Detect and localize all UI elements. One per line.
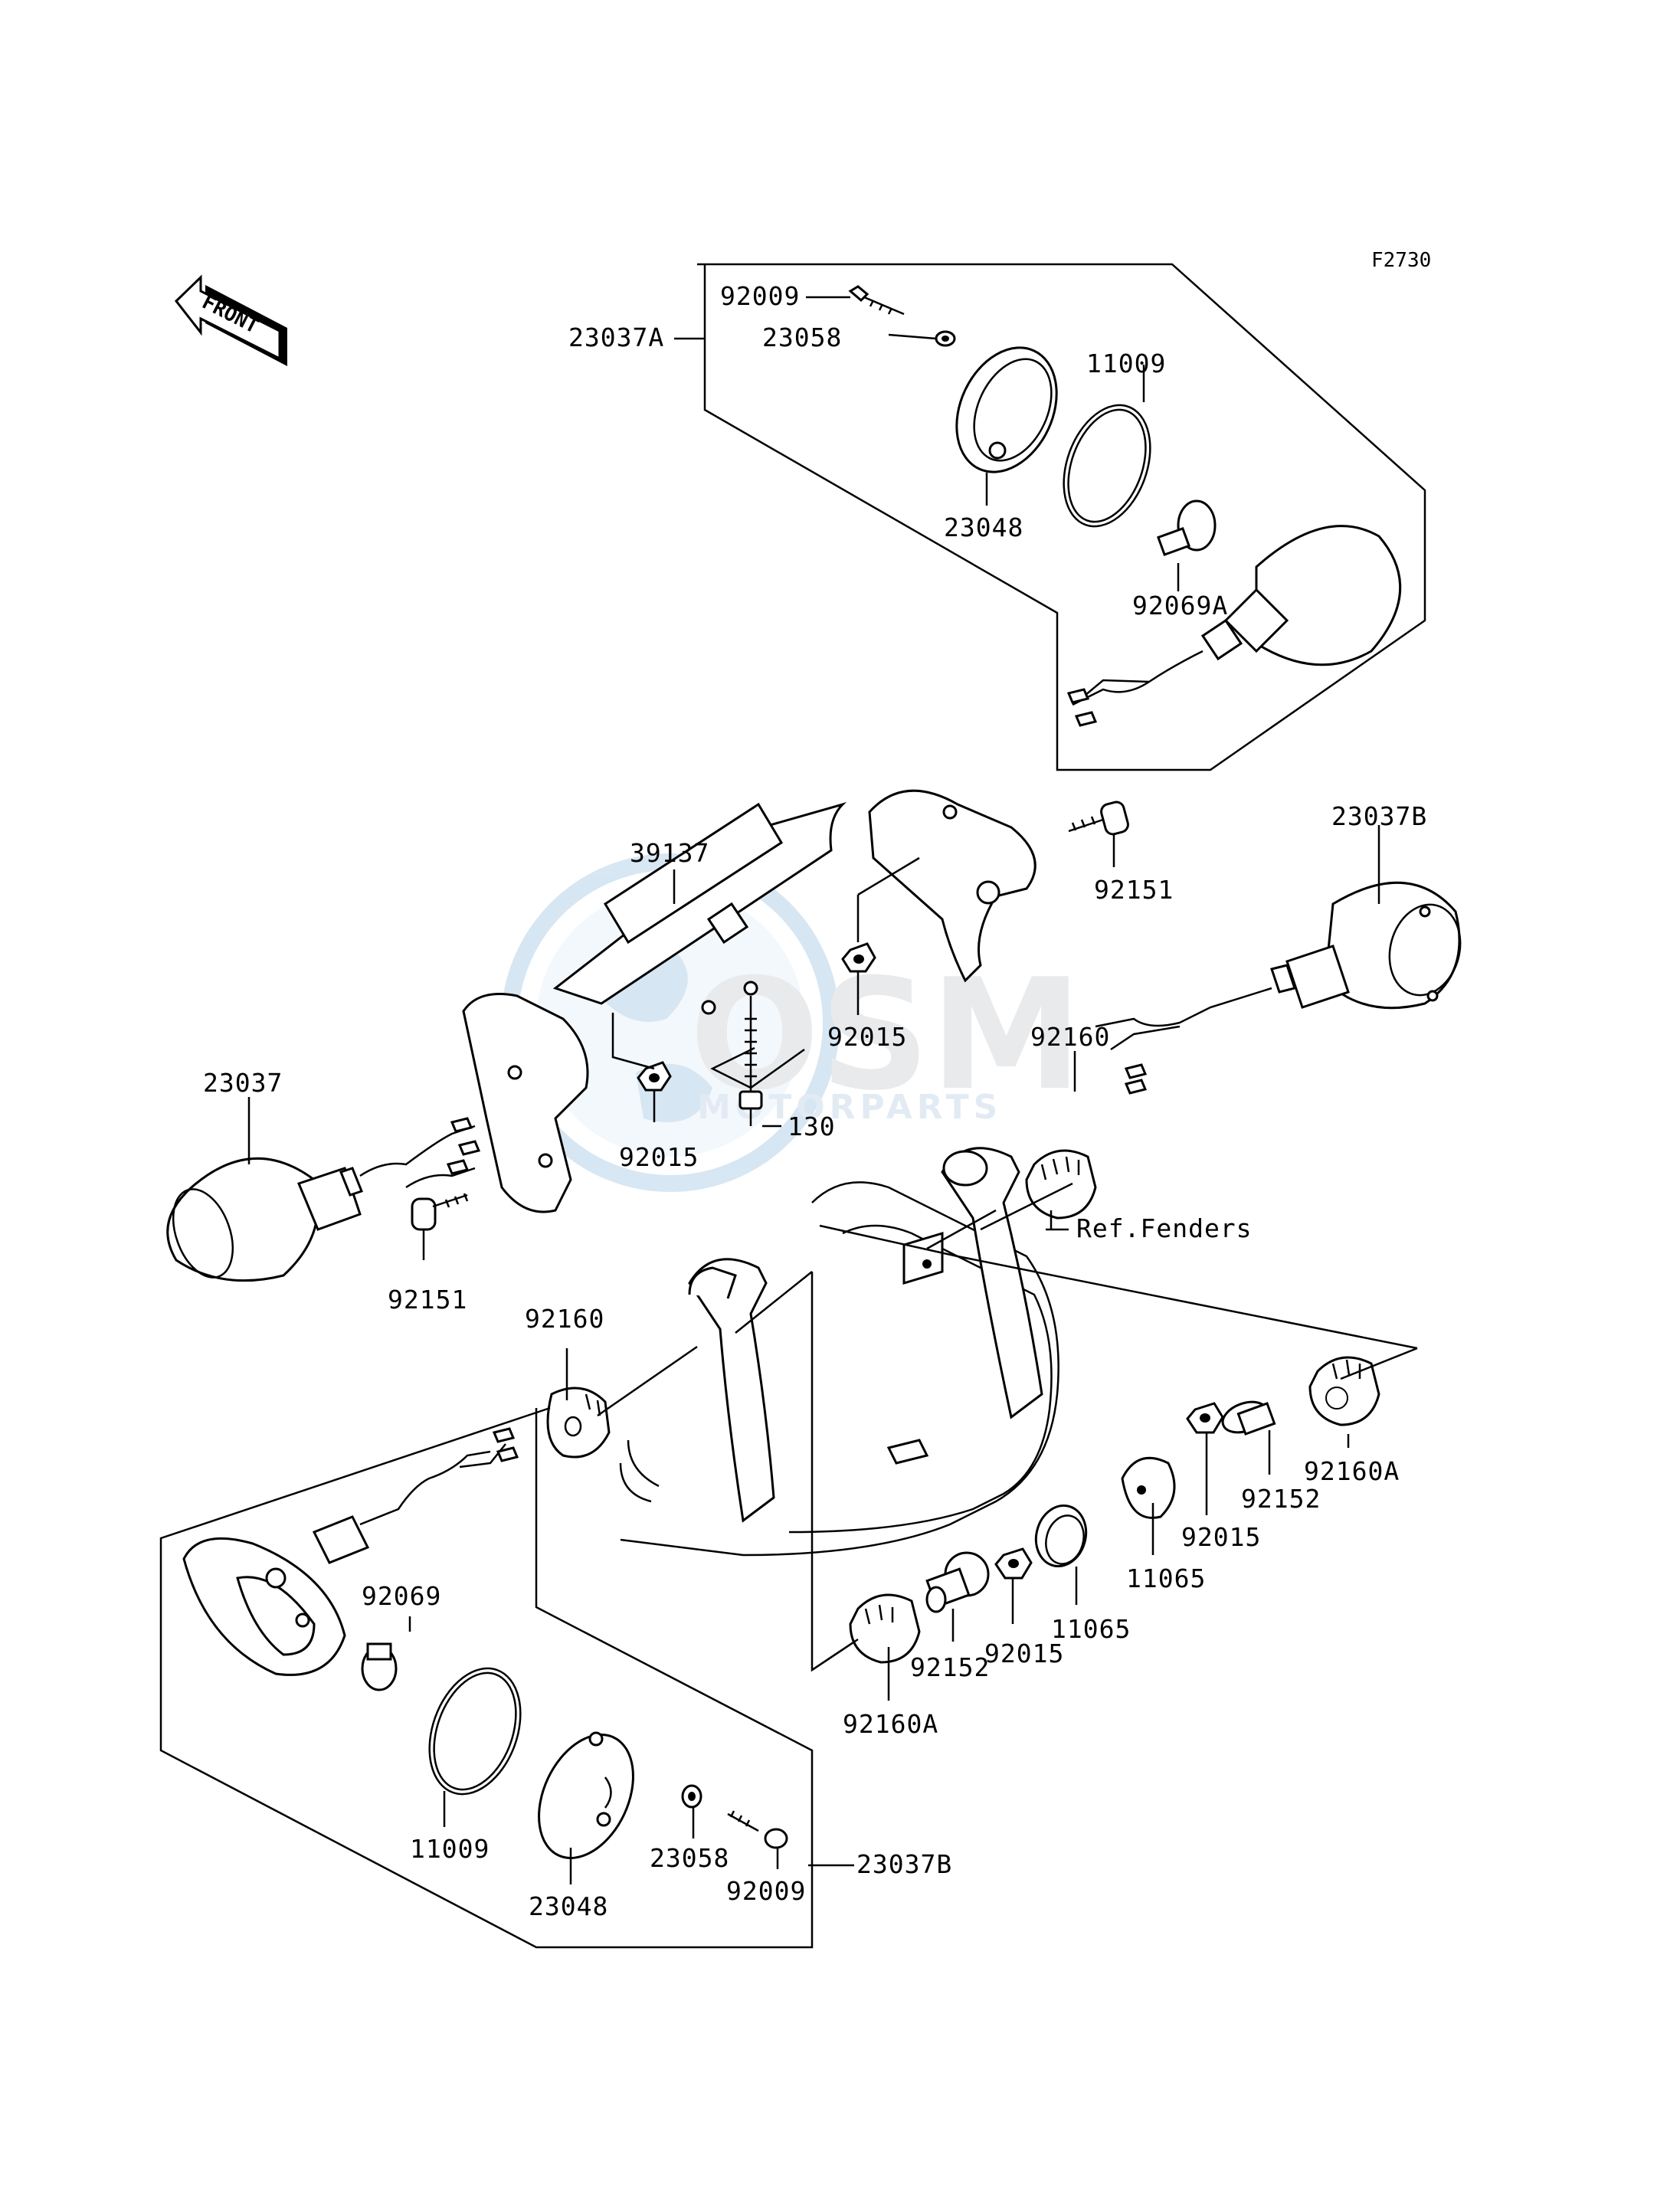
bolt-92151-left [411,1193,469,1231]
label-23048-top: 23048 [944,512,1023,542]
ring-11009-top [1063,404,1151,528]
collar-92152-right [1221,1400,1276,1436]
turn-signal-right [1095,881,1462,1095]
label-92152-bottom: 92152 [910,1652,990,1682]
label-11065-b: 11065 [1051,1614,1131,1644]
label-92152-right: 92152 [1241,1484,1321,1514]
lens-23048-top [955,346,1058,473]
label-11065-a: 11065 [1126,1563,1206,1593]
label-92015-c: 92015 [1181,1522,1261,1552]
front-arrow-icon: FRONT [174,274,287,366]
label-92015-d: 92015 [984,1639,1064,1668]
leader-lines-lower [597,1182,1418,1671]
label-92160-left: 92160 [525,1304,604,1334]
grommet-92160-left [546,1387,611,1459]
screw-92009-top [848,285,905,316]
grommet-92160A-right [1308,1356,1380,1426]
label-23048-bottom: 23048 [529,1891,608,1921]
label-92160-right: 92160 [1030,1022,1110,1052]
cap-11065-b [1034,1504,1088,1568]
bulb-92069 [361,1642,398,1691]
turn-signal-top-right [1066,525,1402,727]
label-92069: 92069 [362,1581,441,1611]
ring-11009-bottom [428,1667,522,1796]
turn-signal-lower-left [182,1427,519,1676]
label-92015-b: 92015 [619,1142,699,1172]
figure-code: F2730 [1371,249,1431,272]
label-92151-right: 92151 [1094,875,1174,905]
bolt-92151-right [1068,801,1129,836]
label-92009-bottom: 92009 [726,1876,806,1906]
label-92160A-right: 92160A [1304,1456,1400,1486]
label-11009-bottom: 11009 [410,1834,490,1864]
label-23058-bottom: 23058 [650,1843,729,1873]
label-92069A: 92069A [1132,591,1228,620]
label-ref-fenders: Ref.Fenders [1076,1213,1253,1243]
leader-lines [247,263,1380,1884]
label-92009-top: 92009 [720,281,800,311]
label-39137: 39137 [630,838,709,868]
turn-signal-left [166,1117,481,1282]
grommet-92160-right [1025,1149,1097,1220]
screw-92009-bottom [727,1810,788,1849]
collar-92152-bottom [925,1551,990,1613]
fender-frame [619,1147,1059,1672]
cap-11065-a [1121,1456,1176,1519]
label-130: 130 [788,1112,836,1141]
label-23037B-bottom: 23037B [856,1849,952,1879]
nut-23058-bottom [681,1784,702,1809]
label-92160A-bottom: 92160A [843,1709,938,1739]
label-23058-top: 23058 [762,323,842,352]
grommet-92160A-bottom [849,1593,921,1664]
bracket-39137 [462,789,1036,1213]
assembly-outline-23037B [159,1406,814,1949]
label-92015-a: 92015 [827,1022,907,1052]
lens-23048-bottom [538,1731,634,1859]
nut-92015-a [841,942,876,973]
label-23037-left: 23037 [203,1068,283,1098]
label-23037A: 23037A [568,323,664,352]
nut-92015-c [1186,1402,1224,1434]
nut-23058-top [935,330,956,347]
label-92151-left: 92151 [388,1285,467,1315]
bulb-92069A [1156,499,1217,557]
assembly-outline-23037A [703,263,1426,771]
label-23037B-top: 23037B [1331,801,1427,831]
nut-92015-b [637,1061,672,1092]
label-11009-top: 11009 [1086,349,1166,378]
nut-92015-d [994,1547,1033,1580]
